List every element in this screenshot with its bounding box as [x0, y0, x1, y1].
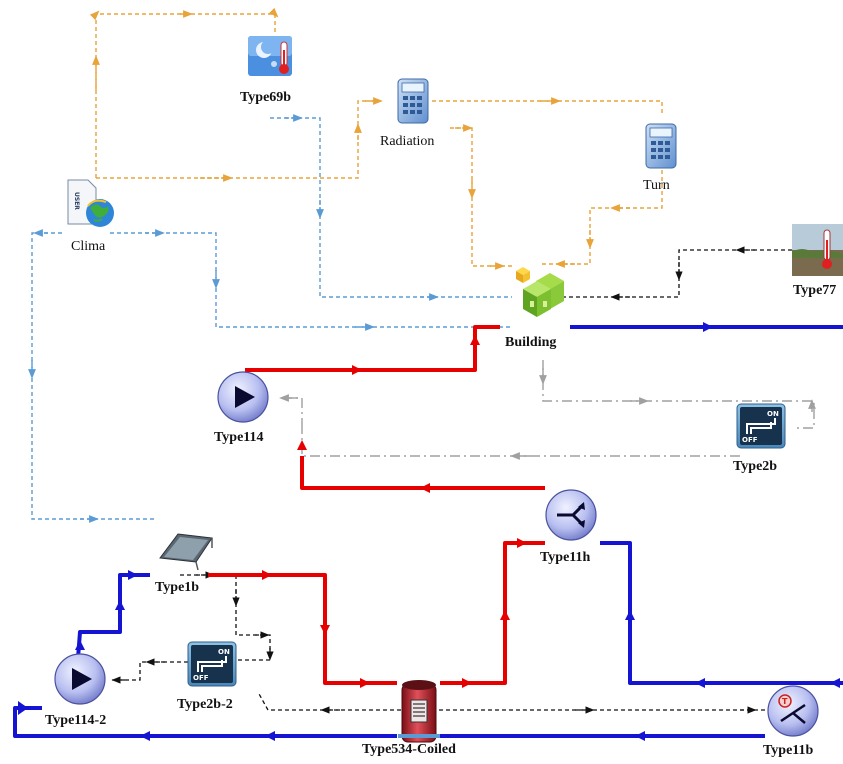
type114-2-label: Type114-2 [45, 713, 107, 728]
hot-pipe-arrows [262, 335, 527, 688]
type2b-2-label: Type2b-2 [177, 697, 233, 712]
weather-links [89, 7, 663, 270]
on-label: ON [218, 648, 230, 656]
type2b-label: Type2b [733, 459, 778, 474]
cold-pipe-arrows [18, 322, 840, 741]
type11b-label: Type11b [763, 743, 814, 758]
type11h-label: Type11h [540, 550, 591, 565]
type114-pump-icon[interactable] [217, 371, 269, 423]
info-links [28, 114, 512, 523]
turn-label: Turn [643, 178, 670, 193]
type534-storage-tank-icon[interactable] [398, 680, 440, 743]
signal-links [279, 360, 816, 460]
building-icon[interactable] [516, 267, 564, 317]
radiation-calculator-icon[interactable] [397, 78, 429, 124]
type77-label: Type77 [793, 283, 837, 298]
type114-label: Type114 [214, 430, 264, 445]
on-label: ON [767, 410, 779, 418]
building-label: Building [505, 335, 557, 350]
type114-2-pump-icon[interactable] [54, 653, 106, 705]
type1b-label: Type1b [155, 580, 200, 595]
cold-pipes [13, 325, 843, 738]
control-links [111, 246, 792, 714]
type2b-2-controller-icon[interactable]: ON OFF [187, 641, 237, 687]
type69b-icon[interactable] [248, 36, 292, 76]
type1b-solar-collector-icon[interactable] [159, 533, 213, 571]
type69b-label: Type69b [240, 90, 292, 105]
off-label: OFF [193, 674, 209, 682]
radiation-label: Radiation [380, 134, 435, 149]
turn-calculator-icon[interactable] [645, 123, 677, 169]
type77-ground-temperature-icon[interactable] [792, 224, 843, 276]
type11b-mixing-valve-icon[interactable]: T [767, 685, 819, 737]
off-label: OFF [742, 436, 758, 444]
type534-label: Type534-Coiled [362, 742, 456, 757]
clima-weather-icon[interactable]: USER [67, 179, 114, 227]
svg-text:T: T [782, 697, 788, 706]
type11h-diverter-icon[interactable] [545, 489, 597, 541]
type2b-controller-icon[interactable]: ON OFF [736, 403, 786, 449]
clima-label: Clima [71, 239, 106, 254]
user-badge: USER [73, 192, 80, 210]
